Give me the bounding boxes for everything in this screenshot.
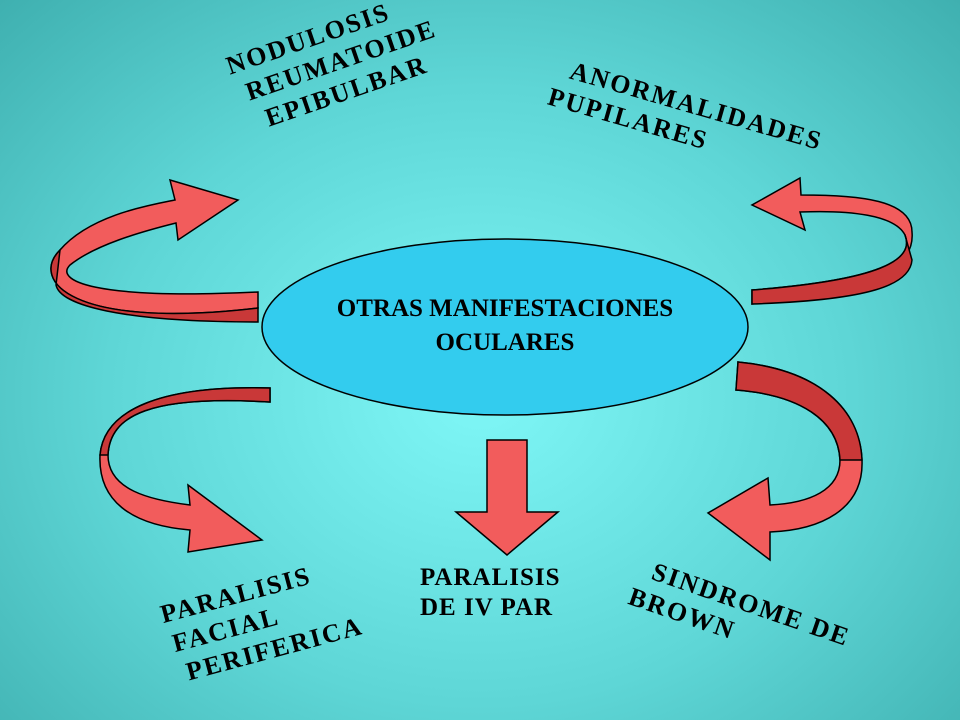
center-title-line-2: OCULARES [435,328,575,356]
center-title-line-1: OTRAS MANIFESTACIONES [336,295,674,322]
curved-arrow-icon-bottom-right [706,361,863,562]
center-title: OTRAS MANIFESTACIONES OCULARES [263,292,747,360]
label-paralisis-iv: PARALISIS DE IV PAR [420,563,561,623]
center-ellipse [261,238,749,416]
curved-arrow-icon-top-left [50,178,259,323]
curved-arrow-icon-top-right [750,176,913,305]
label-paralisis-iv-line-1: PARALISIS [420,564,561,591]
curved-arrow-icon-bottom-left [99,387,271,553]
label-paralisis-iv-line-2: DE IV PAR [420,594,554,621]
down-arrow-icon [453,439,561,556]
